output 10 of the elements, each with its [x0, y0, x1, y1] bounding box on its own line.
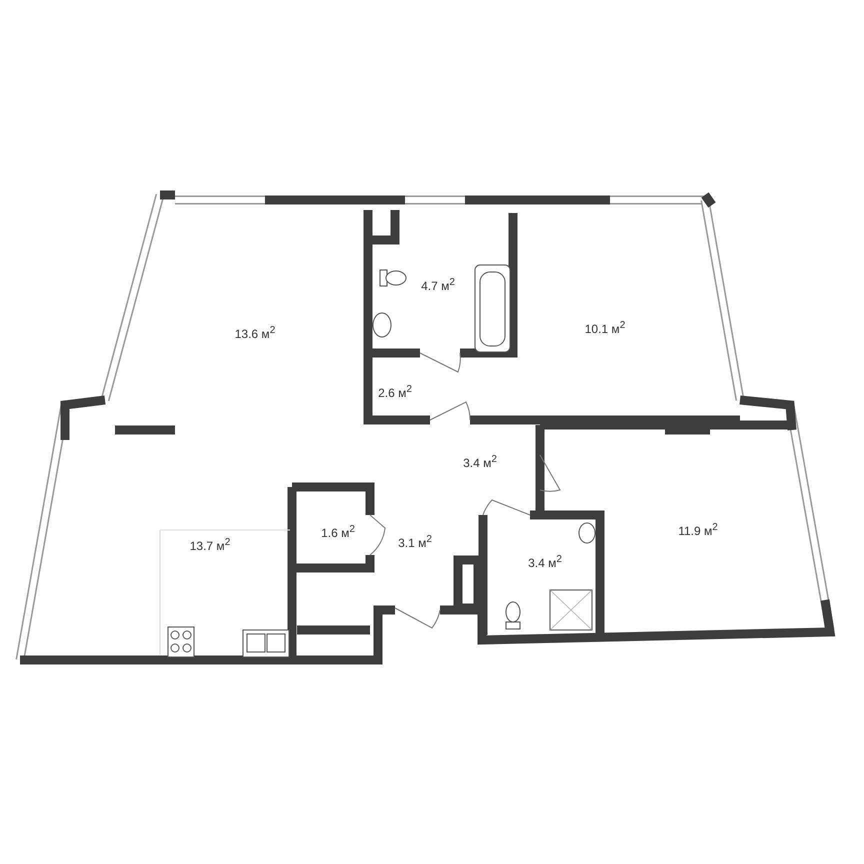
room-area-label: 13.7 м$^{2}$	[190, 538, 230, 552]
room-area-label: 3.4 м$^{2}$	[528, 555, 562, 569]
room-area-label: 2.6 м$^{2}$	[378, 385, 412, 399]
room-area-label: 1.6 м$^{2}$	[321, 525, 355, 539]
room-area-label: 11.9 м$^{2}$	[678, 523, 718, 537]
room-area-label: 3.1 м$^{2}$	[398, 535, 432, 549]
room-area-label: 3.4 м$^{2}$	[463, 455, 497, 469]
room-area-label: 13.6 м$^{2}$	[234, 326, 276, 340]
room-area-label: 4.7 м$^{2}$	[421, 278, 455, 292]
room-area-label: 10.1 м$^{2}$	[584, 321, 626, 335]
